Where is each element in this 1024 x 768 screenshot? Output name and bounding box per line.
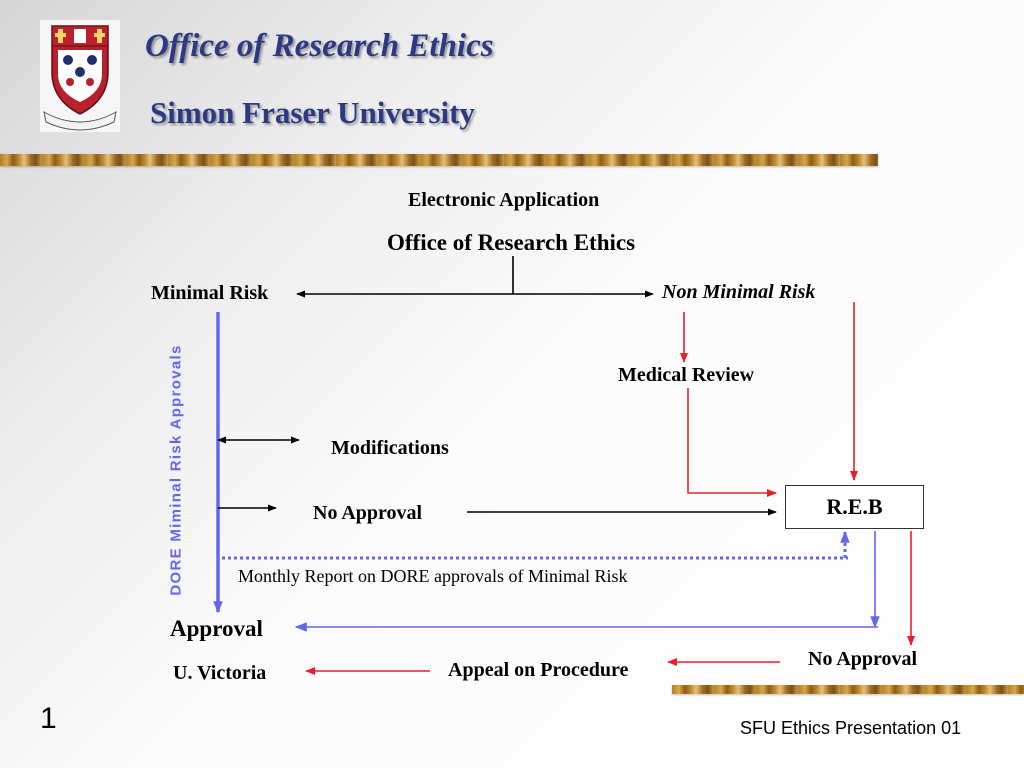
reb-box: R.E.B: [785, 485, 924, 529]
non-minimal-risk-label: Non Minimal Risk: [662, 281, 816, 303]
minimal-risk-label: Minimal Risk: [151, 282, 269, 304]
monthly-report-label: Monthly Report on DORE approvals of Mini…: [238, 566, 628, 586]
decorative-band-top: [0, 154, 878, 166]
no-approval-right-label: No Approval: [808, 648, 918, 670]
u-victoria-label: U. Victoria: [173, 662, 267, 684]
decorative-band-bottom: [672, 685, 1024, 694]
header-title: Office of Research Ethics: [145, 28, 494, 64]
office-label: Office of Research Ethics: [387, 230, 636, 255]
dore-vertical-label: DORE Miminal Risk Approvals: [167, 344, 185, 596]
footer-text: SFU Ethics Presentation 01: [740, 718, 962, 738]
appeal-label: Appeal on Procedure: [448, 659, 629, 681]
electronic-application-label: Electronic Application: [408, 189, 600, 211]
approval-label: Approval: [170, 616, 263, 641]
medical-to-reb-arrow: [687, 388, 777, 497]
medical-review-label: Medical Review: [618, 364, 755, 386]
no-approval-left-label: No Approval: [313, 502, 423, 524]
sfu-crest-logo: [40, 20, 120, 132]
modifications-label: Modifications: [331, 437, 449, 459]
header-subtitle: Simon Fraser University: [150, 95, 475, 130]
reb-label: R.E.B: [826, 494, 883, 519]
slide-number: 1: [40, 702, 57, 735]
